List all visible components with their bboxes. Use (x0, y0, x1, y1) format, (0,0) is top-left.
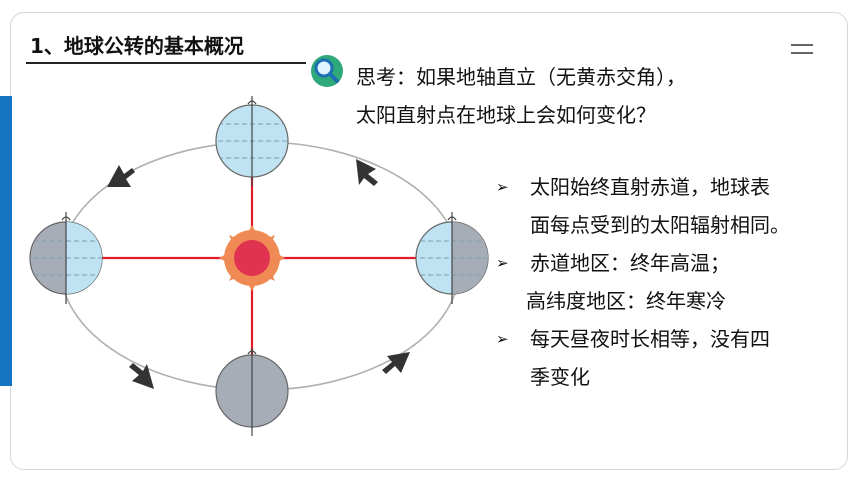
earth-right (415, 212, 489, 304)
orbit-arrow-bottom-left (129, 363, 154, 389)
orbit-arrow-top-right (356, 159, 378, 186)
point-1-line-1: 太阳始终直射赤道，地球表 (530, 175, 770, 199)
sun-icon (219, 225, 285, 291)
point-1-line-2: 面每点受到的太阳辐射相同。 (530, 213, 790, 237)
point-3-line-1: 每天昼夜时长相等，没有四 (530, 327, 770, 351)
point-3: ➢ 每天昼夜时长相等，没有四 季变化 (496, 320, 790, 396)
point-2: ➢ 赤道地区：终年高温； 高纬度地区：终年寒冷 (496, 244, 790, 320)
rotation-mark-right (447, 216, 457, 221)
arrow-bullet-icon: ➢ (496, 254, 509, 272)
slide-title: 1、地球公转的基本概况 (30, 34, 244, 58)
point-2-line-1: 赤道地区：终年高温； (530, 251, 730, 275)
answer-points: ➢ 太阳始终直射赤道，地球表 面每点受到的太阳辐射相同。 ➢ 赤道地区：终年高温… (496, 168, 790, 396)
point-1: ➢ 太阳始终直射赤道，地球表 面每点受到的太阳辐射相同。 (496, 168, 790, 244)
earth-left (29, 212, 103, 304)
search-icon (311, 55, 343, 87)
question-line-1: 思考：如果地轴直立（无黄赤交角）， (356, 65, 686, 89)
rotation-mark-bottom (247, 350, 257, 355)
question-text: 思考：如果地轴直立（无黄赤交角）， 太阳直射点在地球上会如何变化？ (356, 58, 686, 134)
accent-bar (0, 96, 12, 386)
orbit-diagram (29, 96, 489, 436)
orbit-arrow-top-left (107, 165, 135, 187)
point-2-line-2: 高纬度地区：终年寒冷 (526, 289, 726, 313)
rotation-mark-top (247, 100, 257, 105)
title-underline (26, 62, 306, 64)
arrow-bullet-icon: ➢ (496, 178, 509, 196)
question-line-2: 太阳直射点在地球上会如何变化？ (356, 103, 656, 127)
arrow-bullet-icon: ➢ (496, 330, 509, 348)
point-3-line-2: 季变化 (530, 365, 590, 389)
menu-icon[interactable] (791, 44, 813, 58)
orbit-arrow-bottom-right (382, 352, 410, 374)
rotation-mark-left (61, 216, 71, 221)
earth-bottom (215, 348, 289, 436)
earth-top (215, 96, 289, 186)
